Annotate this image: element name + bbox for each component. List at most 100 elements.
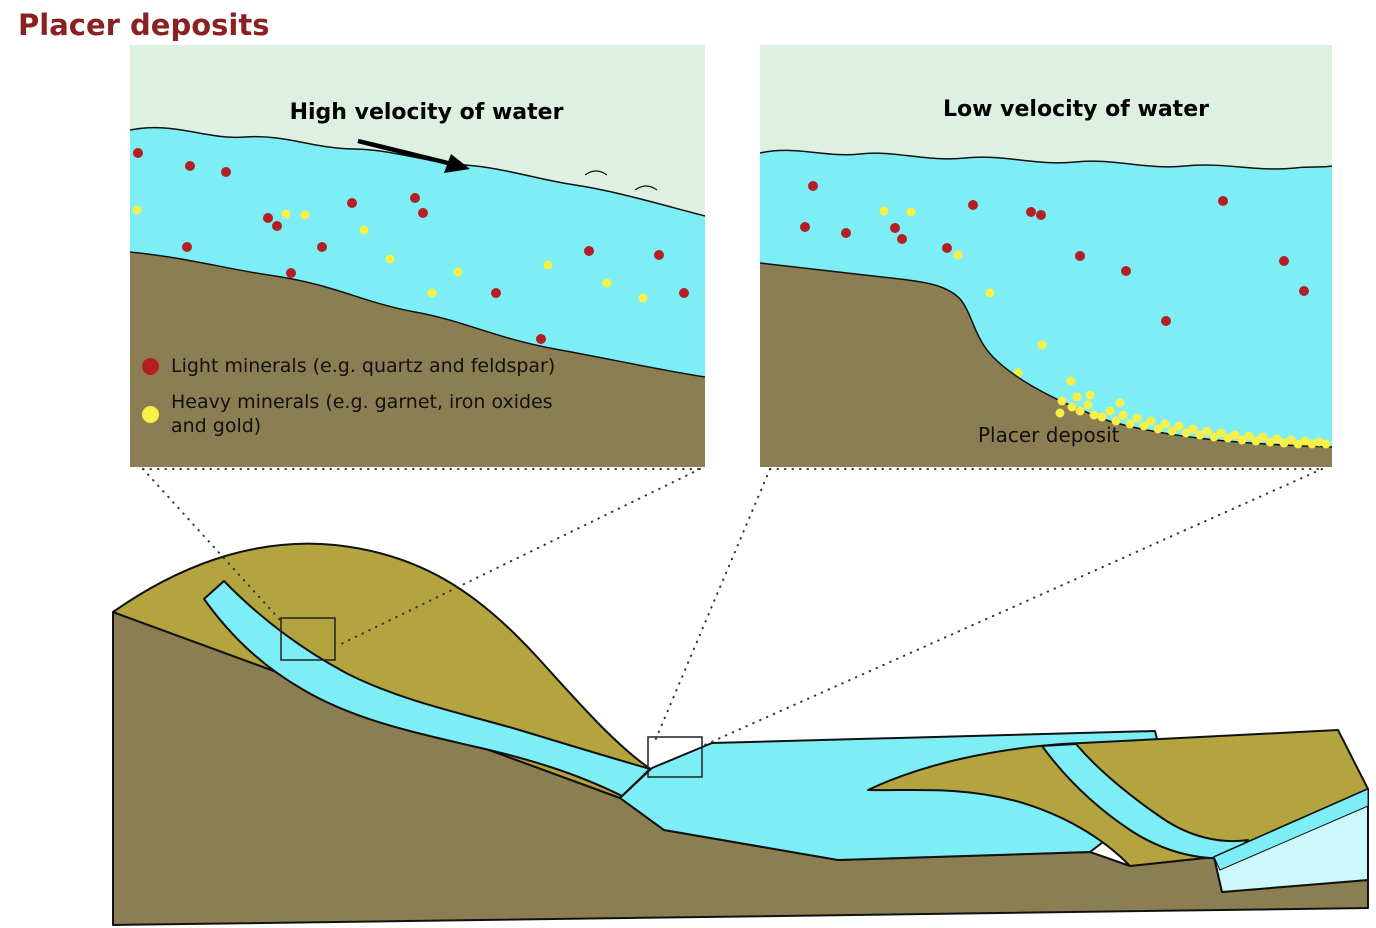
mineral-dot (1265, 437, 1275, 447)
mineral-dot (1057, 396, 1067, 406)
mineral-dot (953, 250, 963, 260)
dots-low-yellow (879, 206, 1082, 402)
mineral-dot (1097, 412, 1107, 422)
dots-low-deposit (1055, 390, 1331, 449)
connector-low-right (699, 468, 1323, 748)
mineral-dot (1279, 256, 1289, 266)
zoom-box-high-velocity (280, 617, 336, 661)
page-title: Placer deposits (18, 8, 270, 42)
mineral-dot (1139, 421, 1149, 431)
riverbed-surface-line (130, 251, 705, 378)
mineral-dot (536, 334, 546, 344)
mineral-dot (968, 200, 978, 210)
mineral-dot (1300, 436, 1310, 446)
mineral-dot (1072, 392, 1082, 402)
high-velocity-title: High velocity of water (289, 100, 564, 125)
mineral-dot (897, 234, 907, 244)
mineral-dot (1188, 424, 1198, 434)
mineral-dot (1089, 410, 1099, 420)
mineral-dot (808, 181, 818, 191)
mineral-dot (1160, 419, 1170, 429)
dotted-connectors (142, 468, 1323, 748)
mineral-dot (800, 222, 810, 232)
mineral-dot (1258, 432, 1268, 442)
panel-low-velocity: Low velocity of water Placer deposit (760, 45, 1332, 467)
connector-low-left (654, 468, 771, 742)
mineral-dot (1299, 286, 1309, 296)
mineral-dot (418, 208, 428, 218)
mineral-dot (1202, 426, 1212, 436)
dots-high-yellow (132, 205, 648, 303)
mineral-dot (132, 205, 142, 215)
mineral-dot (272, 221, 282, 231)
legend-item-light-minerals: Light minerals (e.g. quartz and feldspar… (142, 355, 581, 379)
mineral-dot (410, 193, 420, 203)
mineral-dot (584, 246, 594, 256)
mineral-dot (1132, 413, 1142, 423)
mineral-dot (1146, 416, 1156, 426)
mineral-dot (263, 213, 273, 223)
mineral-dot (221, 167, 231, 177)
riverbed-ground (760, 263, 1332, 467)
mineral-dot (1115, 398, 1125, 408)
heavy-minerals-dot-icon (142, 406, 159, 424)
connector-high-right (336, 468, 701, 647)
dots-high-red (133, 148, 689, 344)
mineral-dot (1153, 424, 1163, 434)
mineral-dot (1321, 439, 1331, 449)
mineral-dot (185, 161, 195, 171)
mineral-dot (427, 288, 437, 298)
mineral-dot (654, 250, 664, 260)
mineral-dot (1118, 410, 1128, 420)
wavelet-2 (634, 185, 658, 191)
mineral-dot (1055, 408, 1065, 418)
mineral-dot (1286, 435, 1296, 445)
mineral-dot (1230, 430, 1240, 440)
mineral-dot (890, 223, 900, 233)
mineral-dot (1218, 196, 1228, 206)
wavelet-1 (584, 170, 608, 176)
water-surface-line (760, 149, 1332, 170)
low-velocity-title: Low velocity of water (943, 97, 1209, 122)
mineral-dot (1223, 433, 1233, 443)
mineral-legend: Light minerals (e.g. quartz and feldspar… (142, 355, 581, 451)
mineral-dot (347, 198, 357, 208)
mineral-dot (1244, 431, 1254, 441)
mineral-dot (286, 268, 296, 278)
mineral-dot (359, 225, 369, 235)
mineral-dot (1209, 432, 1219, 442)
mineral-dot (1026, 207, 1036, 217)
mineral-dot (638, 293, 648, 303)
mineral-dot (1161, 316, 1171, 326)
mineral-dot (281, 209, 291, 219)
mineral-dot (841, 228, 851, 238)
panel-high-scene (130, 45, 705, 467)
mineral-dot (1181, 428, 1191, 438)
mineral-dot (1121, 266, 1131, 276)
mineral-dot (1105, 406, 1115, 416)
mineral-dot (879, 206, 889, 216)
mineral-dot (1036, 210, 1046, 220)
mineral-dot (1167, 426, 1177, 436)
mineral-dot (1075, 251, 1085, 261)
mineral-dot (1083, 400, 1093, 410)
dots-low-red (800, 181, 1309, 326)
mineral-dot (679, 288, 689, 298)
mineral-dot (1314, 437, 1324, 447)
mineral-dot (1237, 435, 1247, 445)
water-surface-strip (1213, 788, 1369, 871)
mineral-dot (317, 242, 327, 252)
mineral-dot (906, 207, 916, 217)
legend-item-heavy-minerals: Heavy minerals (e.g. garnet, iron oxides… (142, 391, 581, 439)
mineral-dot (1111, 416, 1121, 426)
mineral-dot (1174, 421, 1184, 431)
mineral-dot (1066, 376, 1076, 386)
mineral-dot (1125, 419, 1135, 429)
mineral-dot (1251, 436, 1261, 446)
mineral-dot (453, 267, 463, 277)
water-surface-line (130, 126, 705, 217)
mineral-dot (133, 148, 143, 158)
mineral-dot (1075, 406, 1085, 416)
